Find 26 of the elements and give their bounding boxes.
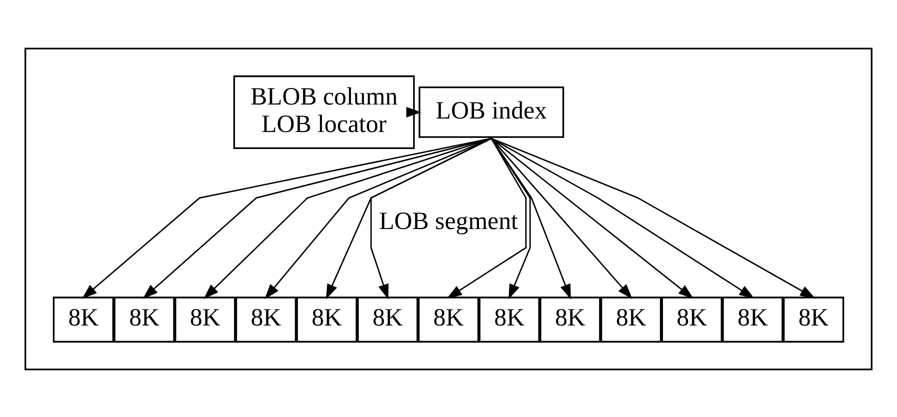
node-box: 8K [235, 296, 297, 342]
arrow [204, 137, 492, 298]
arrow [490, 137, 694, 298]
node-box: 8K [600, 296, 662, 342]
arrow [491, 137, 754, 298]
arrow [491, 137, 816, 298]
arrow [264, 137, 492, 299]
node-box: 8K [52, 296, 114, 342]
arrow [490, 138, 571, 299]
node-box: 8K [114, 296, 175, 342]
node-box: 8K [357, 296, 418, 342]
node-box: 8K [661, 296, 722, 342]
node-box: LOB index [418, 86, 564, 138]
node-box: 8K [174, 296, 236, 342]
arrow [406, 106, 422, 118]
label: LOB segment [379, 207, 518, 234]
node-box: 8K [418, 296, 480, 342]
node-box: 8K [783, 296, 844, 342]
node-box: 8K [478, 296, 540, 342]
node-box: 8K [540, 296, 601, 342]
cluster [24, 47, 872, 370]
arrow [370, 137, 492, 299]
node-box: 8K [296, 296, 358, 342]
arrow [326, 137, 492, 299]
node-box: 8K [722, 296, 784, 342]
arrow [490, 138, 632, 299]
